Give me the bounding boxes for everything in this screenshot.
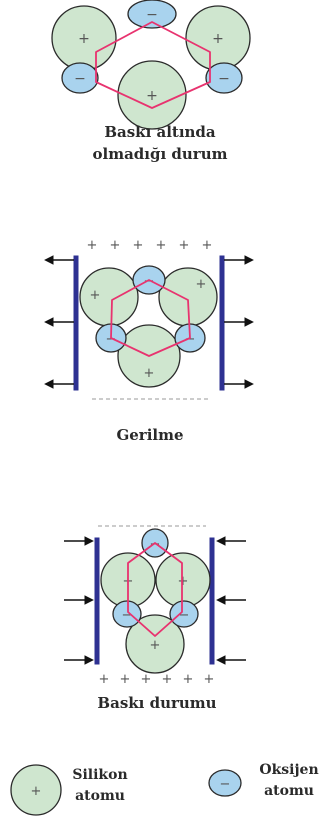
svg-text:−: − (179, 608, 190, 623)
svg-text:+: + (90, 288, 101, 303)
svg-text:+: + (179, 238, 190, 253)
svg-text:+: + (150, 638, 161, 653)
bond-ring (110, 279, 191, 357)
svg-text:−: − (122, 608, 133, 623)
svg-text:+: + (183, 672, 194, 687)
bond-ring (127, 542, 183, 637)
oxygen-atom: − (127, 0, 177, 29)
silicon-atom: + (51, 5, 117, 71)
svg-text:−: − (150, 537, 161, 552)
svg-text:+: + (156, 238, 167, 253)
caption-line: olmadığı durum (93, 145, 228, 163)
svg-text:+: + (110, 238, 121, 253)
bond-ring (95, 21, 211, 109)
svg-text:+: + (204, 672, 215, 687)
silicon-atom: + (155, 552, 211, 608)
oxygen-atom: − (61, 62, 99, 94)
svg-text:+: + (162, 672, 173, 687)
silicon-atom: + (79, 267, 139, 327)
svg-text:+: + (141, 672, 152, 687)
svg-text:+: + (78, 31, 90, 47)
svg-text:−: − (106, 332, 117, 347)
svg-text:+: + (87, 238, 98, 253)
legend-oxygen-label: Oksijen (259, 762, 318, 778)
panel-tension: + + + + + + + + + (44, 238, 254, 444)
compression-arrows (64, 536, 246, 665)
svg-text:−: − (220, 777, 231, 792)
svg-text:+: + (196, 277, 207, 292)
silicon-atom: + (185, 5, 251, 71)
svg-text:+: + (133, 238, 144, 253)
svg-text:−: − (144, 274, 155, 289)
legend-silicon-label: Silikon (72, 767, 127, 783)
svg-text:−: − (185, 332, 196, 347)
svg-text:+: + (178, 574, 189, 589)
legend-silicon-label: atomu (75, 788, 125, 804)
silicon-atom: + (158, 267, 218, 327)
svg-text:+: + (31, 784, 42, 799)
svg-text:+: + (202, 238, 213, 253)
svg-text:−: − (74, 71, 86, 87)
positive-charges-bottom: + + + + + + (99, 672, 215, 687)
oxygen-atom: − (169, 600, 199, 628)
oxygen-atom: − (112, 600, 142, 628)
svg-text:+: + (146, 88, 158, 104)
legend: + Silikon atomu − Oksijen atomu (10, 762, 319, 816)
caption-line: Baskı altında (104, 123, 216, 141)
svg-text:−: − (146, 7, 158, 23)
tension-arrows (44, 255, 254, 389)
legend-oxygen: − Oksijen atomu (208, 762, 319, 799)
svg-text:+: + (212, 31, 224, 47)
silicon-atom: + (117, 60, 187, 130)
svg-text:+: + (99, 672, 110, 687)
positive-charges-top: + + + + + + (87, 238, 213, 253)
svg-text:+: + (144, 366, 155, 381)
caption-line: Baskı durumu (97, 694, 216, 712)
legend-oxygen-label: atomu (264, 783, 314, 799)
silicon-atom: + (125, 614, 185, 674)
svg-text:+: + (120, 672, 131, 687)
silicon-swatch (10, 764, 62, 816)
panel-compression: + + + − − − + + + + + (64, 525, 246, 712)
svg-text:−: − (218, 71, 230, 87)
panel-no-pressure: + + + − − − Baskı altında olmadığı durum (51, 0, 251, 163)
oxygen-swatch (208, 769, 242, 797)
caption-line: Gerilme (116, 426, 183, 444)
oxygen-atom: − (205, 62, 243, 94)
legend-silicon: + Silikon atomu (10, 764, 128, 816)
